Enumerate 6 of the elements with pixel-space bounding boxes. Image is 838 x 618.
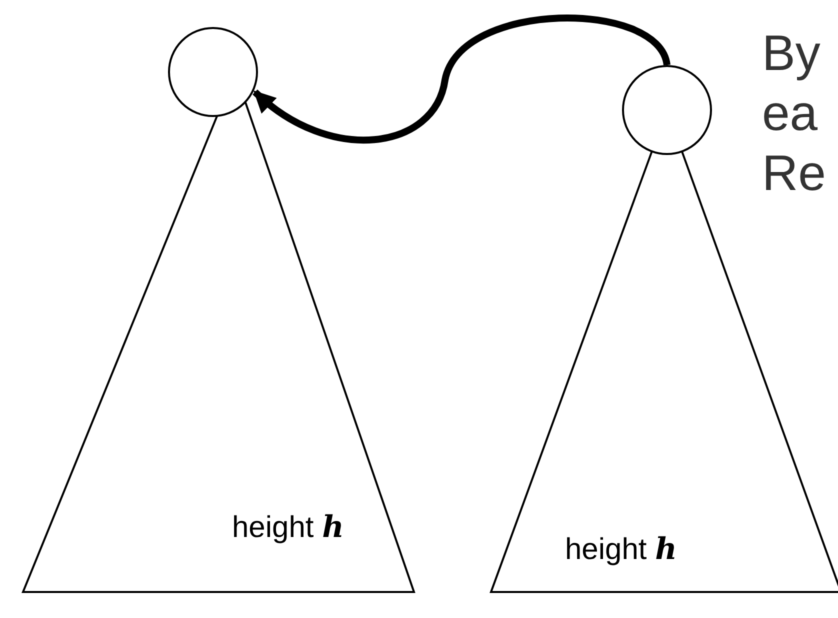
text-line: ea xyxy=(762,88,818,138)
arrow xyxy=(252,14,670,144)
text-line: By xyxy=(762,28,820,78)
subtree-label: height h xyxy=(565,532,677,567)
subtree-label: height h xyxy=(232,510,344,545)
text-line: Re xyxy=(762,148,826,198)
